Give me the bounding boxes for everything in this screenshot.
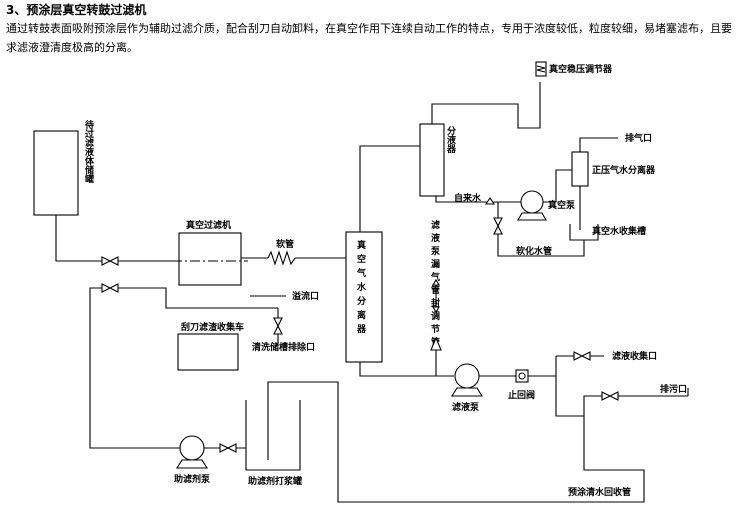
regulator-line xyxy=(431,82,541,129)
exhaust-line xyxy=(579,137,618,152)
feed-tank-label: 待过滤液体储罐 xyxy=(83,119,95,184)
tap-water-label: 自来水 xyxy=(454,192,482,204)
section-heading: 3、预涂层真空转鼓过滤机 xyxy=(6,3,147,17)
vacuum-water-tank xyxy=(569,224,599,241)
gas-water-separator-label: 真空气水分离器 xyxy=(355,239,367,338)
vacuum-pump-base xyxy=(517,212,547,221)
filtrate-pump-label: 滤液泵 xyxy=(452,401,480,413)
check-valve xyxy=(515,369,529,383)
overflow-label: 溢流口 xyxy=(292,290,319,302)
filtrate-pump-base xyxy=(451,387,483,397)
vacuum-filter-label: 真空过滤机 xyxy=(186,219,231,231)
drain-valve-icon xyxy=(273,317,283,335)
feed-line xyxy=(55,215,172,262)
sewage-valve-icon xyxy=(601,391,619,401)
regulator-spring xyxy=(536,65,546,73)
soft-water-label: 软化水管 xyxy=(516,245,552,257)
aid-pump-label: 助滤剂泵 xyxy=(174,473,211,485)
wash-drain-label: 清洗储槽排除口 xyxy=(252,341,315,353)
precoat-return-line xyxy=(267,381,645,503)
gas-water-separator xyxy=(345,231,383,363)
filtrate-pump xyxy=(454,363,480,389)
vacuum-line-a xyxy=(359,145,420,232)
regulator-label: 真空稳压调节器 xyxy=(549,63,613,75)
seal-arrow-up xyxy=(432,278,440,286)
vacuum-water-tank-label: 真空水收集槽 xyxy=(592,225,646,237)
valve-icon xyxy=(101,256,119,266)
vacuum-pump-label: 真空泵 xyxy=(548,199,576,211)
vacuum-filter xyxy=(178,232,242,286)
scraper-cart-label: 刮刀滤渣收集车 xyxy=(181,321,244,333)
aid-valve-icon xyxy=(219,443,237,453)
outlet-valve-icon xyxy=(573,351,591,361)
vacuum-pump xyxy=(520,190,544,214)
sewage-label: 排污口 xyxy=(660,383,687,395)
aid-tank xyxy=(245,400,301,471)
liquid-separator xyxy=(419,123,445,197)
positive-sep-label: 正压气水分离器 xyxy=(592,164,656,176)
scraper-cart xyxy=(177,333,239,371)
aid-tank-label: 助滤剂打浆罐 xyxy=(248,475,302,487)
tap-arrow xyxy=(484,197,496,205)
exhaust-label: 排气口 xyxy=(625,132,652,144)
sewage-line xyxy=(583,395,688,416)
positive-pressure-separator xyxy=(571,151,589,187)
overflow-line xyxy=(118,287,278,309)
intro-paragraph: 通过转鼓表面吸附预涂层作为辅助过滤介质，配合刮刀自动卸料，在真空作用下连续自动工… xyxy=(6,22,732,54)
filtrate-line-a xyxy=(359,362,454,377)
hose-label: 软管 xyxy=(276,238,294,250)
filtrate-branch xyxy=(555,356,584,417)
pump-discharge xyxy=(543,169,572,203)
hose-coil xyxy=(267,250,296,266)
seal-arrow-down xyxy=(432,306,440,314)
filtrate-outlet-label: 滤液收集口 xyxy=(612,350,657,362)
aid-feed-line xyxy=(89,287,180,449)
precoat-return-label: 预涂清水回收管 xyxy=(568,486,631,498)
liquid-separator-label: 分液器 xyxy=(445,125,457,154)
separator-to-pump xyxy=(435,196,504,203)
feed-tank xyxy=(33,130,79,216)
aid-feed-valve-icon xyxy=(101,283,119,293)
aid-pump-base xyxy=(176,459,208,469)
soft-water-valve-icon xyxy=(493,217,503,235)
check-valve-ball xyxy=(518,372,526,380)
aid-pump xyxy=(179,435,205,461)
check-valve-label: 止回阀 xyxy=(508,389,535,401)
